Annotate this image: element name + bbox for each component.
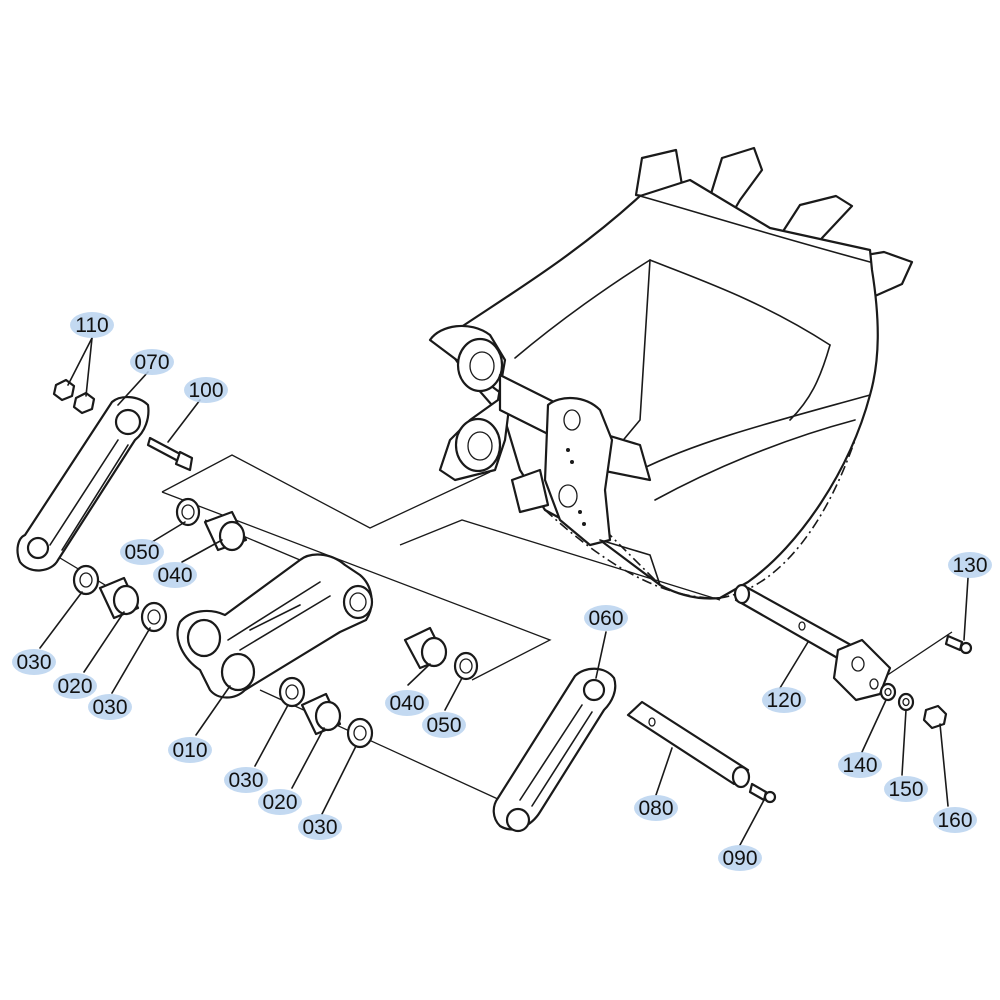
grease-fitting-130 xyxy=(944,634,973,655)
part-number: 150 xyxy=(888,778,923,801)
callout-140: 140 xyxy=(838,752,882,778)
link-070 xyxy=(16,396,150,572)
part-number: 030 xyxy=(16,651,51,674)
callout-020: 020 xyxy=(53,673,97,699)
part-number: 100 xyxy=(188,379,223,402)
callout-030: 030 xyxy=(88,694,132,720)
bolt-160 xyxy=(922,704,948,730)
seal-050 xyxy=(453,651,479,681)
part-number: 010 xyxy=(172,739,207,762)
bushing-040 xyxy=(403,626,448,670)
part-number: 030 xyxy=(92,696,127,719)
part-number: 040 xyxy=(389,692,424,715)
pin-080 xyxy=(626,700,751,789)
part-number: 090 xyxy=(722,847,757,870)
callout-070: 070 xyxy=(130,349,174,375)
callout-060: 060 xyxy=(584,605,628,631)
part-number: 020 xyxy=(262,791,297,814)
part-number: 050 xyxy=(426,714,461,737)
callout-160: 160 xyxy=(933,807,977,833)
part-number: 120 xyxy=(766,689,801,712)
part-number: 060 xyxy=(588,607,623,630)
part-number: 050 xyxy=(124,541,159,564)
part-number: 130 xyxy=(952,554,987,577)
part-number: 070 xyxy=(134,351,169,374)
callout-020: 020 xyxy=(258,789,302,815)
bucket-boss xyxy=(454,417,502,473)
grease-fitting-090 xyxy=(748,782,777,804)
callout-050: 050 xyxy=(120,539,164,565)
callout-040: 040 xyxy=(153,562,197,588)
bucket-pin-boss xyxy=(510,468,550,514)
seal-050 xyxy=(175,497,201,527)
part-number: 160 xyxy=(937,809,972,832)
callout-110: 110 xyxy=(70,312,114,338)
part-number: 030 xyxy=(228,769,263,792)
callout-080: 080 xyxy=(634,795,678,821)
part-number: 140 xyxy=(842,754,877,777)
bucket xyxy=(428,146,914,600)
callout-010: 010 xyxy=(168,737,212,763)
callout-150: 150 xyxy=(884,776,928,802)
washer-150 xyxy=(897,692,915,712)
seal-030 xyxy=(140,601,168,633)
callout-030: 030 xyxy=(12,649,56,675)
callout-100: 100 xyxy=(184,377,228,403)
link-010 xyxy=(176,553,374,699)
callout-030: 030 xyxy=(224,767,268,793)
seal-030 xyxy=(346,717,374,749)
callout-050: 050 xyxy=(422,712,466,738)
bolt-100 xyxy=(146,436,194,472)
bucket-bracket xyxy=(543,397,614,547)
seal-030 xyxy=(72,564,100,596)
callout-030: 030 xyxy=(298,814,342,840)
pin-120 xyxy=(733,583,892,702)
callout-130: 130 xyxy=(948,552,992,578)
callout-090: 090 xyxy=(718,845,762,871)
seal-030 xyxy=(278,676,306,708)
callout-labels: 110 070 100 050 040 030 020 030 010 030 … xyxy=(12,312,992,871)
part-number: 030 xyxy=(302,816,337,839)
part-number: 110 xyxy=(75,314,108,337)
callout-120: 120 xyxy=(762,687,806,713)
callout-040: 040 xyxy=(385,690,429,716)
bushing-020 xyxy=(98,576,140,620)
bucket-boss xyxy=(456,337,504,393)
part-number: 020 xyxy=(57,675,92,698)
washer-140 xyxy=(879,682,897,702)
bushing-020 xyxy=(300,692,342,736)
bushing-040 xyxy=(203,510,248,552)
part-number: 040 xyxy=(157,564,192,587)
nut-110 xyxy=(52,378,96,415)
leader-lines xyxy=(39,337,969,846)
link-060 xyxy=(492,667,617,833)
part-number: 080 xyxy=(638,797,673,820)
